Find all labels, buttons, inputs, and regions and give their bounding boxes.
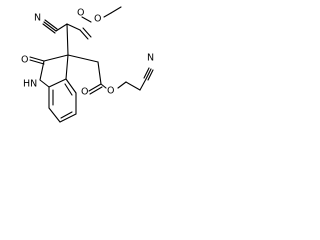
bond-c7-c6	[48, 107, 61, 123]
bond-ch2-carbonyl-right	[97, 61, 102, 85]
atom-n-nitrile-right: N	[147, 53, 154, 64]
bond-carbonyl-top-to-ch	[66, 23, 81, 31]
bond-ethyl-ch2-o	[103, 12, 112, 18]
bond-c3-c3a	[65, 54, 69, 80]
bond-cn-right-triple-c	[147, 69, 154, 81]
bond-c3-ch2	[67, 54, 99, 63]
bond-lactam-double-a	[29, 56, 45, 62]
bond-benzene-inner-3	[64, 83, 73, 96]
bond-carbonyl-top-double-b	[82, 27, 92, 38]
atom-o-ester-ethyl: O	[94, 14, 101, 25]
bond-ch2-ch2-right	[125, 81, 141, 91]
bond-cn-right-triple-a	[145, 68, 152, 80]
atom-nh: HN	[23, 79, 37, 90]
bond-c3-c2	[43, 54, 69, 62]
bond-carbonyl-right-double-a	[88, 83, 102, 92]
bond-cn-right-triple-b	[143, 67, 150, 79]
bond-c4-c3a	[65, 78, 77, 94]
bond-carbonyl-right-double-b	[89, 86, 103, 95]
atom-o-lactam: O	[21, 55, 28, 66]
atom-o-ester-right: O	[107, 86, 114, 97]
bond-c3a-c7a	[48, 78, 67, 88]
bond-carbonyl-right-o	[100, 83, 107, 89]
bond-ethyl-ch3	[110, 6, 122, 14]
atom-o-carbonyl-top: O	[77, 8, 84, 19]
bond-carbonyl-top-double-a	[79, 29, 89, 40]
molecule-structure: O O N O HN O O N	[21, 6, 154, 123]
bond-benzene-inner-2	[60, 111, 73, 119]
bond-o-carbonyl-top	[81, 16, 92, 23]
bond-ch2-cn-right	[139, 78, 147, 91]
bond-n-c7a	[39, 79, 50, 88]
bond-cn-top-triple-b	[44, 19, 58, 30]
atom-n-nitrile-top: N	[34, 13, 41, 24]
bond-ch-to-c3	[66, 23, 69, 56]
bond-o-ch2-right	[117, 81, 127, 89]
atom-o-carbonyl-right: O	[81, 87, 88, 98]
bond-lactam-double-b	[29, 59, 45, 65]
bond-cn-top-triple-a	[43, 21, 57, 32]
bond-ch-to-cn-top	[55, 23, 68, 32]
bond-cn-top-triple-c	[42, 23, 56, 34]
bond-c6-c5	[59, 113, 77, 123]
